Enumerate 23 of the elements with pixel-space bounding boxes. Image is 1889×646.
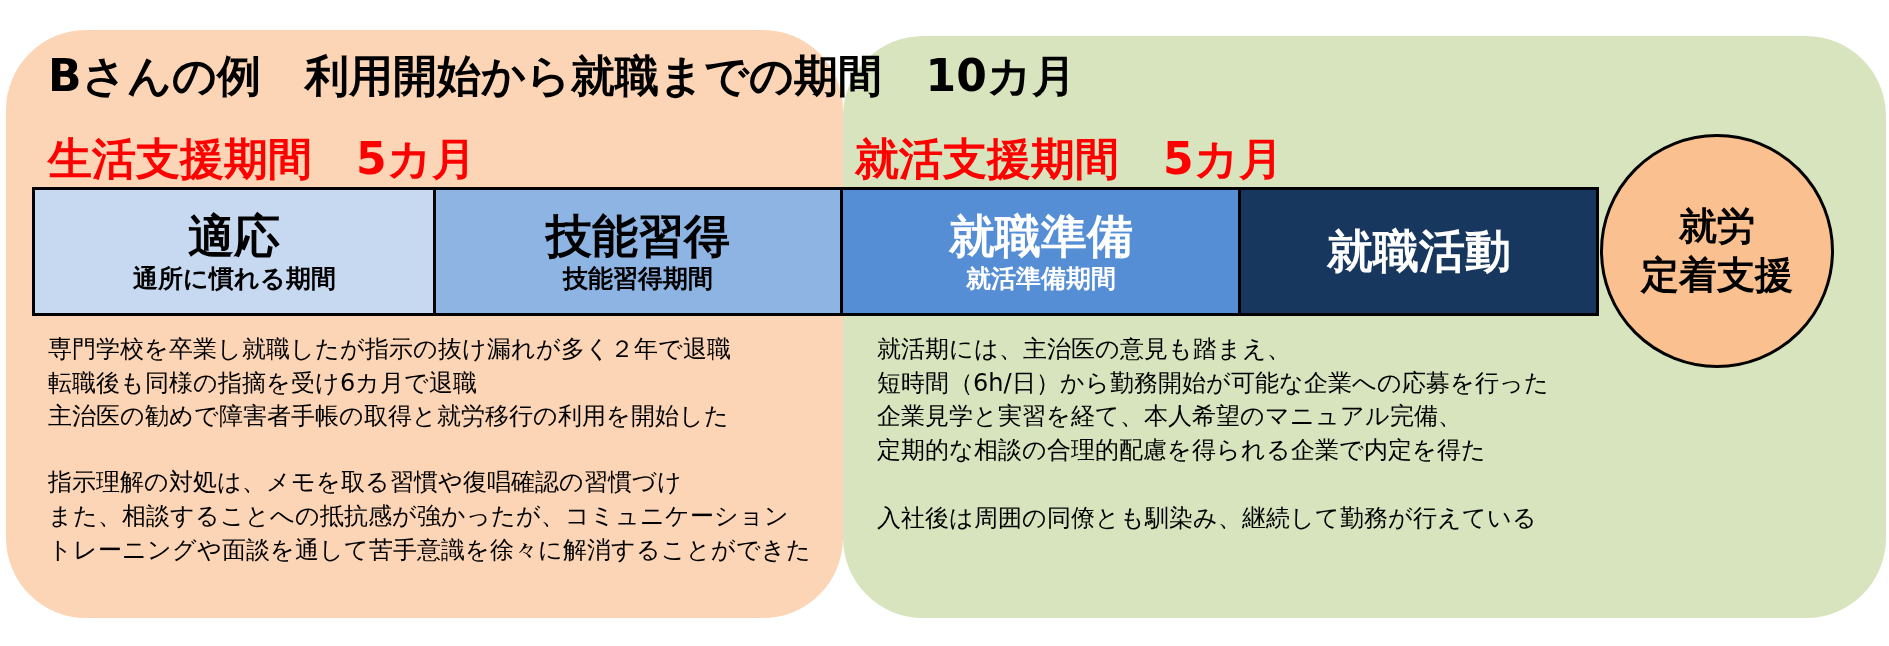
description-text: 就活期には、主治医の意見も踏まえ、短時間（6h/日）から勤務開始が可能な企業への応募を行った: [877, 334, 1550, 399]
description-text: 主治医の勧めで障害者手帳の取得と就労移行の利用を開始した: [48, 401, 729, 432]
timeline-segment: [32, 187, 436, 316]
description-text: また、相談することへの抵抗感が強かったが、コミュニケーショントレーニングや面談を通して苦手意識を徐々に解消することができた: [48, 501, 812, 566]
timeline-segment: [436, 187, 843, 316]
period-heading: 生活支援期間 5カ月: [48, 133, 476, 186]
description-text: 企業見学と実習を経て、本人希望のマニュアル完備、定期的な相談の合理的配慮を得られる企業で内定を得た: [877, 401, 1487, 466]
segment-title: 適応: [188, 208, 280, 265]
segment-subtitle: 技能習得期間: [563, 264, 713, 295]
segment-title: 技能習得: [546, 208, 730, 265]
segment-title: 就職準備: [948, 208, 1133, 265]
description-text: 入社後は周囲の同僚とも馴染み、継続して勤務が行えている: [877, 503, 1537, 534]
segment-subtitle: 通所に慣れる期間: [132, 264, 336, 295]
timeline-segment: [1241, 187, 1599, 316]
description-text: 転職後も同様の指摘を受け6カ月で退職: [48, 368, 478, 399]
period-heading: 就活支援期間 5カ月: [855, 133, 1283, 186]
diagram-title: Bさんの例 利用開始から就職までの期間 10カ月: [48, 50, 1076, 103]
description-text: 指示理解の対処は、メモを取る習慣や復唱確認の習慣づけ: [48, 467, 682, 498]
segment-subtitle: 就活準備期間: [965, 264, 1116, 295]
timeline-segment: [843, 187, 1241, 316]
circle-label: 就労定着支援: [1639, 202, 1794, 299]
description-text: 専門学校を卒業し就職したが指示の抜け漏れが多く２年で退職: [48, 334, 731, 365]
segment-title: 就職活動: [1326, 223, 1511, 280]
